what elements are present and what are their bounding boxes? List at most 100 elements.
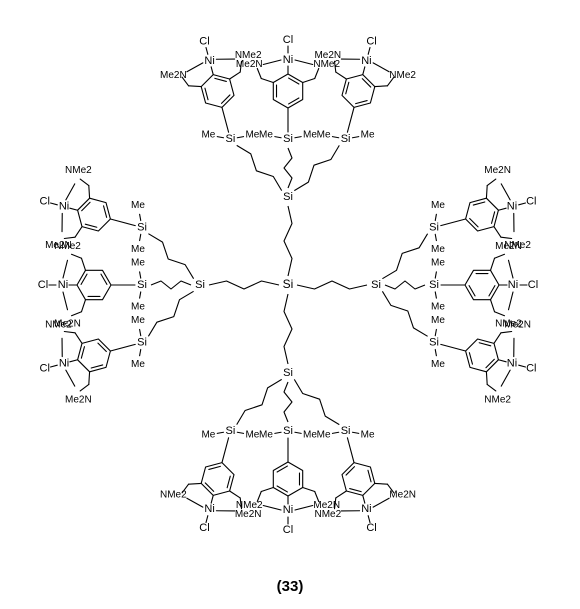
nickel-atom: Ni xyxy=(204,503,214,515)
aryl-ring xyxy=(465,338,499,373)
methyl-bond xyxy=(236,136,245,139)
methyl-label: Me xyxy=(361,130,375,141)
nickel-atom: Ni xyxy=(283,504,293,516)
dimethylamino-label: Me2N xyxy=(45,240,72,251)
dimethylamino-label: NMe2 xyxy=(389,70,416,81)
chlorine-label: Cl xyxy=(38,279,48,291)
nitrogen-nickel-bond xyxy=(507,291,514,311)
methylene-nitrogen-bond xyxy=(256,67,262,80)
methyl-bond xyxy=(351,136,360,139)
methyl-label: Me xyxy=(303,430,317,441)
propyl-chain xyxy=(283,293,293,365)
methylene-nitrogen-bond xyxy=(239,497,243,510)
arm-left: SiSiMeMeNiClNMe2Me2NSiMeMeNiClNMe2Me2NSi… xyxy=(38,165,280,405)
nitrogen-nickel-bond xyxy=(65,369,76,387)
methylene-nitrogen-bond xyxy=(70,253,83,259)
methyl-bond xyxy=(216,431,225,434)
aromatic-double-bond xyxy=(80,346,86,359)
aromatic-double-bond xyxy=(345,81,350,95)
methylene-nitrogen-bond xyxy=(256,490,262,503)
chlorine-label: Cl xyxy=(526,362,536,374)
chlorine-label: Cl xyxy=(283,524,293,536)
carbon-nickel-bond xyxy=(362,66,366,76)
nickel-chlorine-bond xyxy=(49,364,58,368)
nickel-atom: Ni xyxy=(508,279,518,291)
terminal-silicon-atom: Si xyxy=(341,425,351,437)
aromatic-double-bond xyxy=(208,465,221,471)
nickel-chlorine-bond xyxy=(49,202,58,206)
aryl-ring xyxy=(77,338,111,373)
dimethylamino-label: Me2N xyxy=(313,500,340,511)
chlorine-label: Cl xyxy=(366,36,376,48)
methyl-label: Me xyxy=(431,258,445,269)
nickel-chlorine-bond xyxy=(205,515,209,524)
methyl-label: Me xyxy=(245,130,259,141)
aromatic-double-bond xyxy=(478,342,492,347)
methyl-bond xyxy=(331,136,340,139)
carbon-nickel-bond xyxy=(69,359,79,363)
compound-number-label: (33) xyxy=(276,578,304,595)
propyl-chain xyxy=(236,144,283,191)
nickel-chlorine-bond xyxy=(518,202,527,206)
aromatic-double-bond xyxy=(214,77,227,83)
methylene-bond xyxy=(229,71,241,80)
silicon-aryl-bond xyxy=(109,218,136,227)
methylene-bond xyxy=(260,77,274,84)
nickel-chlorine-bond xyxy=(367,515,371,524)
aromatic-double-bond xyxy=(204,87,209,101)
propyl-chain xyxy=(296,280,368,290)
propyl-chain xyxy=(283,205,293,277)
chlorine-label: Cl xyxy=(283,34,293,46)
aromatic-double-bond xyxy=(345,466,356,476)
propyl-chain xyxy=(283,381,293,423)
aryl-ring xyxy=(200,74,235,108)
nickel-atom: Ni xyxy=(361,55,371,67)
nickel-atom: Ni xyxy=(283,54,293,66)
methylene-bond xyxy=(493,226,502,238)
nitrogen-nickel-bond xyxy=(507,259,514,279)
methyl-label: Me xyxy=(131,258,145,269)
aromatic-double-bond xyxy=(472,201,486,206)
aryl-ring xyxy=(76,269,112,301)
methyl-label: Me xyxy=(259,430,273,441)
nickel-atom: Ni xyxy=(59,357,69,369)
methyl-bond xyxy=(274,431,282,434)
methyl-label: Me xyxy=(131,302,145,313)
methyl-label: Me xyxy=(131,200,145,211)
terminal-silicon-atom: Si xyxy=(226,133,236,145)
methyl-bond xyxy=(139,348,142,357)
methylene-bond xyxy=(335,490,347,499)
dimethylamino-label: Me2N xyxy=(504,319,531,330)
methylene-nitrogen-bond xyxy=(63,236,76,240)
methyl-label: Me xyxy=(259,130,273,141)
dimethylamino-label: Me2N xyxy=(65,394,92,405)
methylene-nitrogen-bond xyxy=(314,67,320,80)
branch-silicon-atom: Si xyxy=(371,279,381,291)
methylene-nitrogen-bond xyxy=(486,383,497,392)
branch-silicon-atom: Si xyxy=(283,191,293,203)
methylene-bond xyxy=(489,257,496,271)
nickel-atom: Ni xyxy=(204,55,214,67)
nickel-atom: Ni xyxy=(507,201,517,213)
aryl-ring-outline xyxy=(272,461,304,497)
propyl-chain xyxy=(147,290,194,337)
silicon-aryl-bond xyxy=(440,343,467,352)
propyl-chain xyxy=(293,379,340,426)
chlorine-label: Cl xyxy=(40,195,50,207)
aryl-ring-outline xyxy=(272,73,304,109)
nickel-chlorine-bond xyxy=(367,46,371,55)
terminal-silicon-atom: Si xyxy=(429,221,439,233)
dimethylamino-label: Me2N xyxy=(389,489,416,500)
methyl-label: Me xyxy=(317,430,331,441)
methyl-bond xyxy=(434,291,437,299)
methyl-label: Me xyxy=(317,130,331,141)
methylene-bond xyxy=(374,482,388,485)
nitrogen-nickel-bond xyxy=(62,291,69,311)
carbon-nickel-bond xyxy=(497,207,507,211)
dimethylamino-label: Me2N xyxy=(160,70,187,81)
aromatic-double-bond xyxy=(80,273,88,285)
methylene-bond xyxy=(80,299,87,313)
aryl-ring-outline xyxy=(464,269,500,301)
